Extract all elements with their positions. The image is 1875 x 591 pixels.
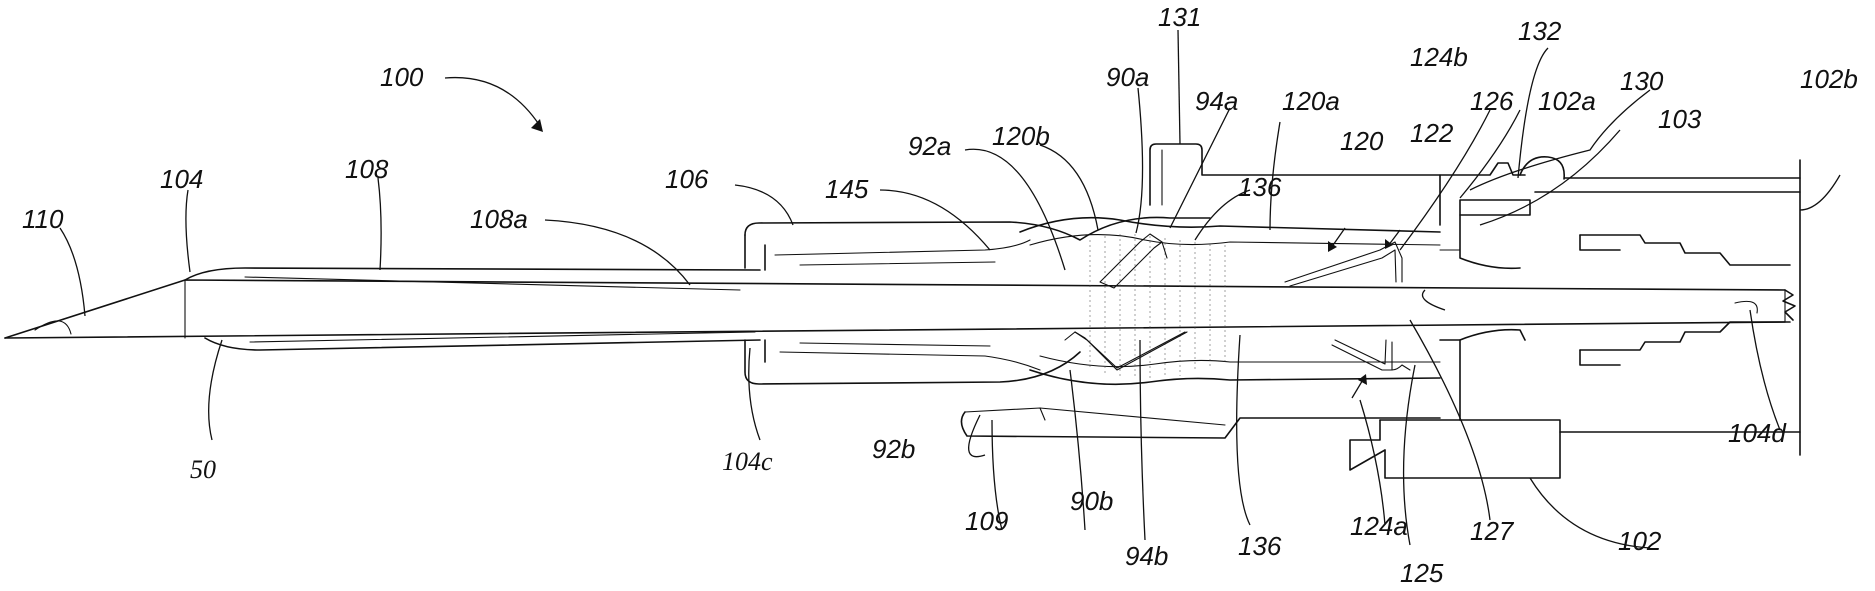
label-109: 109	[965, 506, 1008, 536]
needle	[5, 280, 1795, 338]
reference-labels: 100 110 104 108 108a 106 50 104c 145 92a…	[22, 2, 1858, 588]
label-50: 50	[190, 455, 216, 484]
label-94a: 94a	[1195, 86, 1238, 116]
front-clip	[1065, 234, 1187, 370]
label-94b: 94b	[1125, 541, 1168, 571]
label-106: 106	[665, 164, 709, 194]
label-108: 108	[345, 154, 389, 184]
label-132: 132	[1518, 16, 1562, 46]
label-102a: 102a	[1538, 86, 1596, 116]
label-108a: 108a	[470, 204, 528, 234]
lower-sleeve	[961, 408, 1440, 438]
arrows	[445, 78, 1400, 398]
mid-housing	[1020, 218, 1440, 385]
label-131: 131	[1158, 2, 1201, 32]
label-92a: 92a	[908, 131, 951, 161]
label-104: 104	[160, 164, 203, 194]
label-130: 130	[1620, 66, 1664, 96]
label-126: 126	[1470, 86, 1514, 116]
label-145: 145	[825, 174, 869, 204]
label-102: 102	[1618, 526, 1662, 556]
label-92b: 92b	[872, 434, 915, 464]
label-104c: 104c	[722, 447, 773, 476]
label-100: 100	[380, 62, 424, 92]
label-127: 127	[1470, 516, 1515, 546]
label-124a: 124a	[1350, 511, 1408, 541]
label-103: 103	[1658, 104, 1702, 134]
label-90b: 90b	[1070, 486, 1113, 516]
label-102b: 102b	[1800, 64, 1858, 94]
label-124b: 124b	[1410, 42, 1468, 72]
label-122: 122	[1410, 118, 1454, 148]
label-136-top: 136	[1238, 172, 1282, 202]
label-120b: 120b	[992, 121, 1050, 151]
label-110: 110	[22, 204, 64, 234]
label-125: 125	[1400, 558, 1444, 588]
label-104d: 104d	[1728, 418, 1787, 448]
label-90a: 90a	[1106, 62, 1149, 92]
label-136-bottom: 136	[1238, 531, 1282, 561]
label-120a: 120a	[1282, 86, 1340, 116]
label-120: 120	[1340, 126, 1384, 156]
rear-spring	[1285, 242, 1410, 370]
